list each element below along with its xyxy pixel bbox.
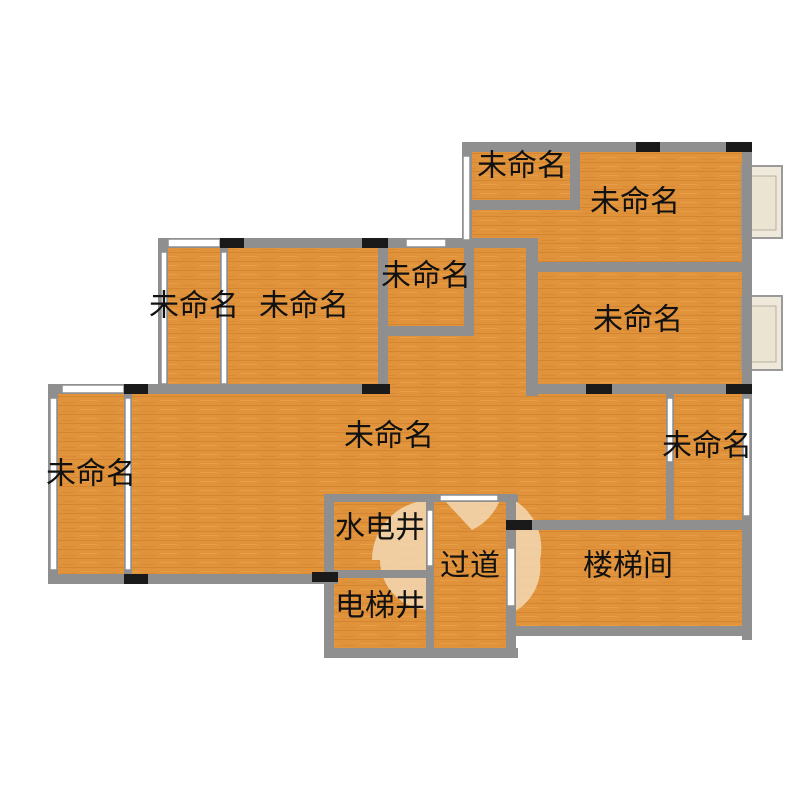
floor-right-small xyxy=(668,388,750,526)
balcony-top-inner xyxy=(749,175,777,231)
floor-right-mid xyxy=(532,268,748,392)
room-label-right-mid: 未命名 xyxy=(593,303,683,338)
room-label-top-small: 未命名 xyxy=(477,149,567,184)
floor-mid-left-narrow xyxy=(160,242,226,390)
room-label-center-small: 未命名 xyxy=(381,259,471,294)
room-labels: 未命名 未命名 未命名 未命名 未命名 未命名 未命名 未命名 未命名 水电井 … xyxy=(46,149,752,624)
room-label-mid-left-narrow: 未命名 xyxy=(149,289,239,324)
room-label-corridor: 过道 xyxy=(440,549,500,584)
room-label-living: 未命名 xyxy=(344,419,434,454)
room-label-mid-left: 未命名 xyxy=(259,289,349,324)
pillars xyxy=(124,142,752,584)
room-label-stairwell: 楼梯间 xyxy=(583,549,673,584)
floor-stairwell xyxy=(514,522,750,634)
floor-far-left xyxy=(50,388,132,584)
windows xyxy=(49,155,751,607)
room-label-far-left: 未命名 xyxy=(46,457,136,492)
balcony-mid-inner xyxy=(749,305,777,363)
room-label-right-small: 未命名 xyxy=(662,429,752,464)
floors xyxy=(50,146,750,656)
room-label-elevator-shaft: 电梯井 xyxy=(335,589,425,624)
room-label-top-right: 未命名 xyxy=(590,185,680,220)
floor-center-column xyxy=(386,242,532,392)
floor-mid-left xyxy=(226,242,386,390)
room-label-utility-shaft: 水电井 xyxy=(335,511,425,546)
